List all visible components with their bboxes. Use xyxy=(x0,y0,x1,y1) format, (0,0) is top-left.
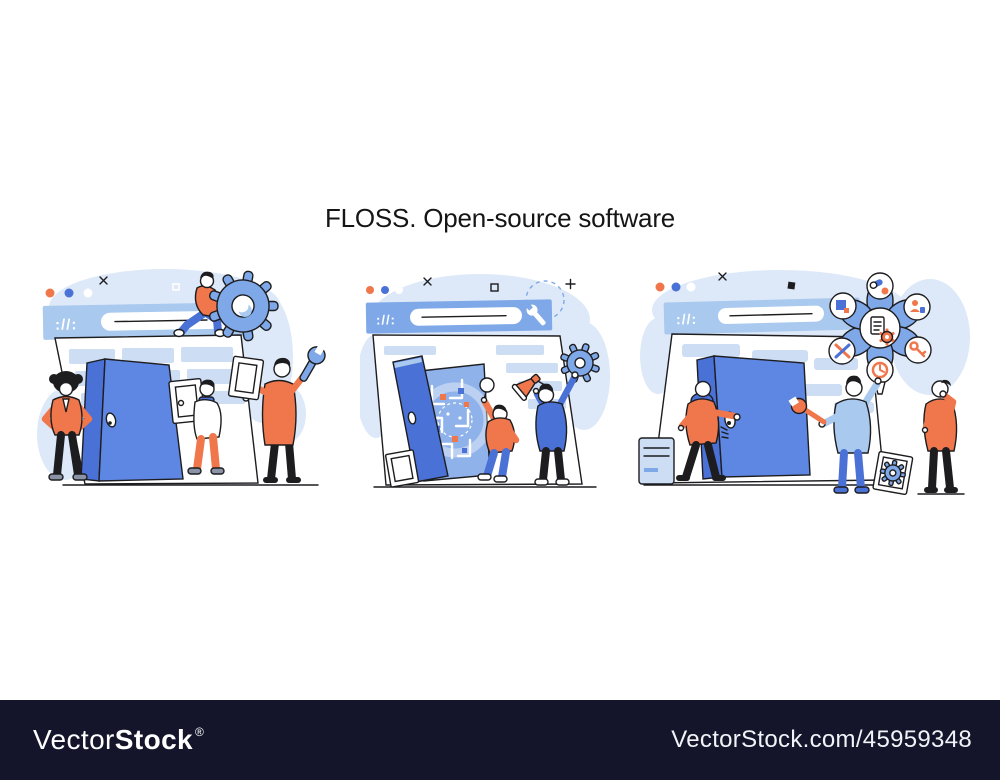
hand xyxy=(733,413,741,421)
browser-logo: ://: xyxy=(55,316,78,333)
image-title: FLOSS. Open-source software xyxy=(324,203,676,233)
wrench-icon xyxy=(788,396,827,425)
hand xyxy=(939,390,947,398)
hand xyxy=(677,424,685,432)
door-knob xyxy=(407,411,417,425)
shoe xyxy=(72,473,88,481)
picture-frame xyxy=(384,449,420,488)
jacket xyxy=(50,395,83,436)
man-holding-wrench xyxy=(227,343,326,483)
hand xyxy=(480,396,488,404)
hand xyxy=(921,426,929,434)
man-opening-door xyxy=(676,380,741,481)
window-dots xyxy=(45,288,93,298)
window-dots xyxy=(366,286,403,294)
open-door xyxy=(80,358,184,482)
woman-hands-on-hips xyxy=(41,371,93,481)
hair xyxy=(846,375,862,385)
torso xyxy=(193,399,222,440)
decor-cross-icon xyxy=(718,272,727,281)
head xyxy=(58,381,74,397)
decor-square xyxy=(490,283,499,292)
browser-logo: ://: xyxy=(376,312,396,327)
key-icon xyxy=(909,341,927,358)
hair xyxy=(493,404,507,412)
megaphone-icon xyxy=(511,373,547,402)
shoe xyxy=(854,486,870,494)
hair xyxy=(200,271,214,279)
server-stack xyxy=(638,437,675,485)
shoe xyxy=(210,467,225,475)
user-icon xyxy=(910,300,925,313)
feature-flower xyxy=(828,272,932,395)
brand-light: Vector xyxy=(33,724,115,755)
torso xyxy=(535,401,568,452)
decor-square xyxy=(787,281,796,290)
shoe xyxy=(187,467,202,475)
shoe xyxy=(555,478,570,486)
watermark-url: VectorStock.com/45959348 xyxy=(671,726,972,753)
man-inspecting-with-magnifier xyxy=(477,377,520,483)
tablet-frame xyxy=(227,355,265,401)
hair xyxy=(941,379,951,386)
gear-icon xyxy=(559,342,601,384)
shoe xyxy=(534,478,549,486)
decor-sparkle-icon xyxy=(565,278,576,290)
cube-icon xyxy=(836,300,849,313)
shoe xyxy=(493,475,508,483)
browser-logo: ://: xyxy=(676,311,698,328)
man-announcing-with-megaphone xyxy=(511,342,601,486)
clock-icon xyxy=(871,361,889,379)
tools-icon xyxy=(834,343,851,359)
watermark-bar: VectorStock® VectorStock.com/45959348 xyxy=(0,700,1000,780)
shirt xyxy=(62,398,70,413)
window-dots xyxy=(655,282,696,292)
shoe xyxy=(833,486,849,494)
hair xyxy=(200,379,215,388)
gear-icon xyxy=(207,270,279,342)
browser-bar: ://: xyxy=(663,297,861,335)
shoe xyxy=(48,473,64,481)
illustration-scene-3: ://: xyxy=(638,270,970,496)
pills-icon xyxy=(869,279,883,289)
browser-bar: ://: xyxy=(365,299,553,334)
illustration-scene-2: ://: xyxy=(360,274,610,488)
decor-cross-icon xyxy=(423,277,432,286)
head xyxy=(694,380,712,398)
torso xyxy=(833,398,872,454)
torso xyxy=(685,398,720,446)
toolbar-wrench-icon xyxy=(525,302,546,326)
hair xyxy=(274,357,291,366)
registered-mark: ® xyxy=(195,725,205,739)
man-thinking xyxy=(921,379,958,493)
man-entering-door xyxy=(168,377,225,475)
wrench-icon xyxy=(299,343,326,382)
framed-gear xyxy=(872,450,914,496)
illustration-scene-1: ://: xyxy=(37,269,326,486)
hand xyxy=(532,387,540,395)
shoe xyxy=(477,473,492,481)
decor-cross-icon xyxy=(99,276,180,291)
man-holding-features xyxy=(788,375,882,494)
hand xyxy=(571,371,579,379)
vectorstock-logo: VectorStock® xyxy=(33,724,204,756)
hair xyxy=(539,383,554,393)
document-gear-icon xyxy=(870,316,896,346)
hand xyxy=(874,377,882,385)
open-door xyxy=(392,355,449,483)
brand-bold: Stock xyxy=(114,724,194,755)
